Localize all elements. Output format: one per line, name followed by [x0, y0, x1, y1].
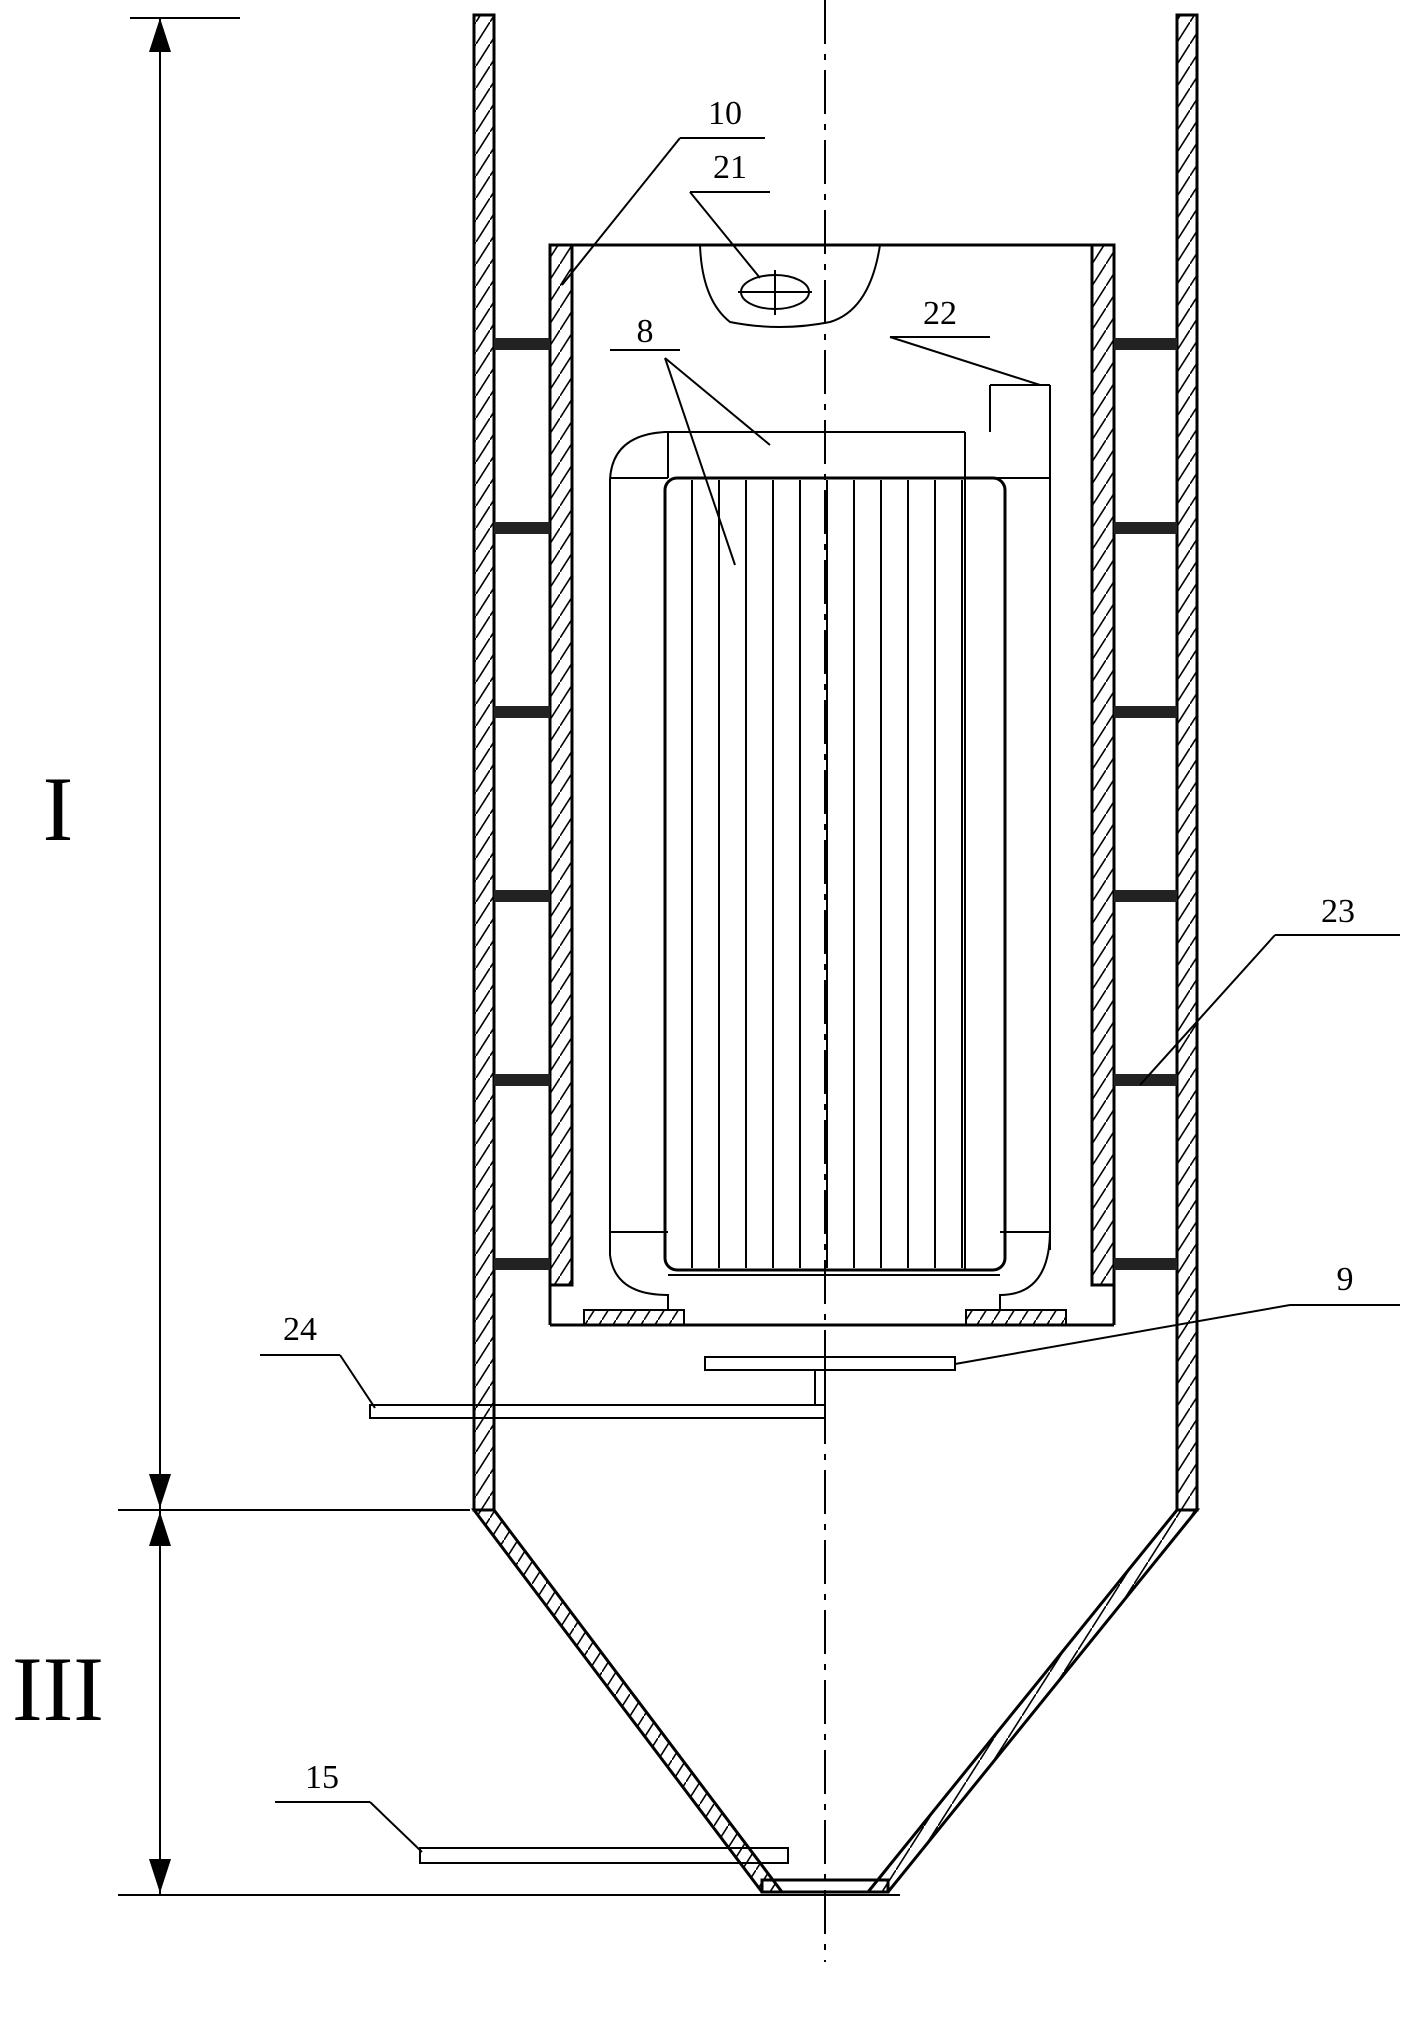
module-frame — [609, 384, 1051, 1310]
label-8: 8 — [637, 313, 654, 350]
label-24: 24 — [283, 1311, 317, 1348]
dimension-lines — [118, 17, 900, 1896]
label-15: 15 — [305, 1759, 339, 1796]
label-21: 21 — [713, 149, 747, 186]
label-9: 9 — [1337, 1261, 1354, 1298]
membrane-module — [663, 476, 1007, 1272]
label-23: 23 — [1321, 893, 1355, 930]
leader-lines — [260, 137, 1400, 1853]
aerator — [369, 1356, 956, 1419]
zone-i-label: I — [43, 758, 74, 860]
discharge-pipe — [419, 1847, 789, 1864]
zone-iii-label: III — [12, 1638, 104, 1740]
inspection-port — [699, 244, 881, 328]
label-10: 10 — [708, 95, 742, 132]
outer-vessel — [470, 13, 1201, 1894]
inner-cage — [548, 243, 1116, 1327]
spacer-bars — [494, 338, 1177, 1270]
label-22: 22 — [923, 295, 957, 332]
